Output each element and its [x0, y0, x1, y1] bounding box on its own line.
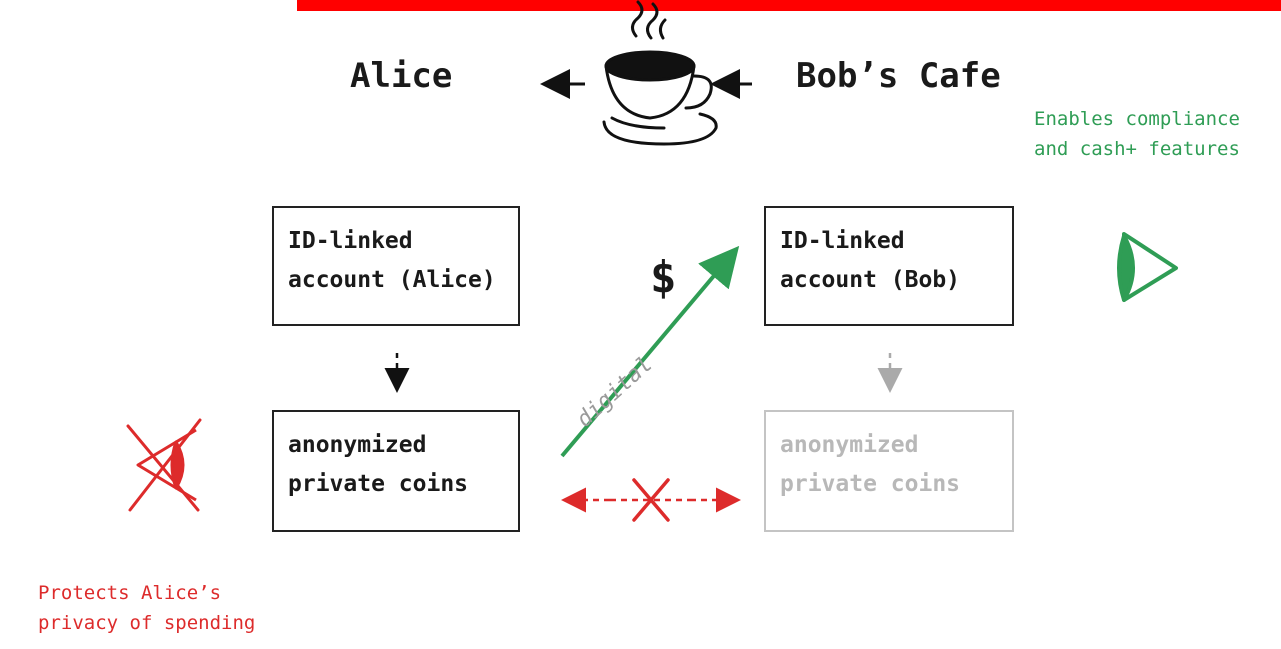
eye-icon: [1117, 232, 1178, 302]
alice-coins-line1: anonymized: [288, 432, 427, 458]
bob-cafe-label: Bob’s Cafe: [796, 56, 1001, 96]
alice-label: Alice: [350, 56, 453, 96]
dollar-sign: $: [650, 252, 677, 303]
crossed-eye-icon: [126, 418, 202, 512]
bob-account-line2: account (Bob): [780, 267, 961, 294]
bob-coins-line1: anonymized: [780, 432, 919, 458]
privacy-note-line1: Protects Alice’s: [38, 582, 222, 604]
digital-transfer-arrow: [560, 245, 740, 458]
bob-coins-line2: private coins: [780, 471, 961, 498]
bob-account-box: ID-linked account (Bob): [764, 206, 1014, 326]
alice-account-line1: ID-linked: [288, 228, 413, 254]
alice-account-line2: account (Alice): [288, 267, 496, 294]
alice-coins-line2: private coins: [288, 471, 469, 498]
privacy-note: Protects Alice’s privacy of spending: [38, 578, 255, 639]
alice-coins-box: anonymized private coins: [272, 410, 520, 532]
bob-coins-box: anonymized private coins: [764, 410, 1014, 532]
alice-account-box: ID-linked account (Alice): [272, 206, 520, 326]
top-red-bar: [297, 0, 1281, 11]
bob-account-line1: ID-linked: [780, 228, 905, 254]
coffee-cup-icon: [602, 0, 718, 146]
compliance-note-line1: Enables compliance: [1034, 108, 1240, 130]
blocked-x-icon: [632, 478, 670, 522]
compliance-note: Enables compliance and cash+ features: [1034, 104, 1240, 165]
compliance-note-line2: and cash+ features: [1034, 138, 1240, 161]
privacy-note-line2: privacy of spending: [38, 612, 256, 635]
